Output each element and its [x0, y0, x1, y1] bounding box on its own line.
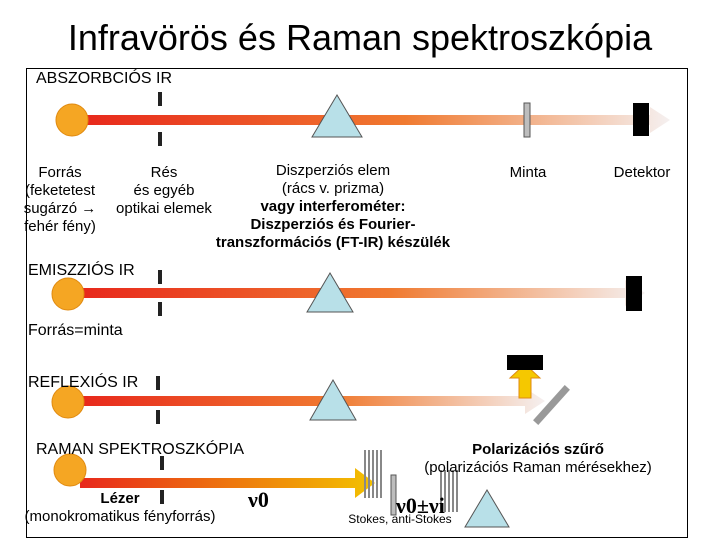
emission-prism	[306, 272, 354, 313]
emission-row	[51, 270, 645, 316]
raman-sample-lines-left	[364, 450, 382, 498]
label-polarizer: Polarizációs szűrő (polarizációs Raman m…	[410, 441, 666, 477]
label-sample: Minta	[509, 164, 547, 181]
label-slit: Rés és egyéb optikai elemek	[106, 164, 222, 218]
label-nu-shift: ν0±νi	[396, 493, 445, 518]
label-laser: Lézer (monokromatikus fényforrás)	[14, 490, 226, 526]
label-source: Forrás (feketetest sugárzó → fehér fény)	[8, 164, 112, 236]
absorption-detector	[633, 103, 649, 136]
label-source-line-4: fehér fény)	[24, 218, 96, 235]
polarizer-lines	[440, 470, 458, 512]
label-dispersion-line-2: (rács v. prizma)	[281, 180, 385, 197]
reflection-prism	[309, 378, 357, 421]
label-source-line-1: Forrás	[38, 164, 82, 181]
emission-detector	[626, 276, 642, 311]
raman-row	[53, 450, 510, 528]
label-polarizer-line-2: (polarizációs Raman mérésekhez)	[424, 459, 652, 476]
reflection-source	[51, 385, 85, 419]
section-absorption: ABSZORBCIÓS IR	[36, 70, 173, 87]
label-dispersion-line-5: transzformációs (FT-IR) készülék	[215, 234, 451, 251]
absorption-prism	[311, 94, 363, 138]
emission-slit-bottom	[158, 302, 162, 316]
label-slit-line-2: és egyéb	[133, 182, 195, 199]
raman-slit-top	[160, 456, 164, 470]
absorption-beam	[80, 107, 670, 133]
laser-beam	[80, 468, 375, 498]
label-slit-line-3: optikai elemek	[116, 200, 212, 217]
emission-source	[51, 277, 85, 311]
label-laser-line-1: Lézer	[100, 490, 140, 507]
raman-slit-bottom	[160, 490, 164, 504]
label-stokes: Stokes, anti-Stokes	[348, 512, 452, 526]
reflection-detector	[507, 355, 543, 370]
reflection-row	[51, 355, 570, 425]
label-dispersion-line-1: Diszperziós elem	[275, 162, 391, 179]
absorption-row	[55, 92, 670, 146]
label-dispersion: Diszperziós elem (rács v. prizma) vagy i…	[198, 162, 468, 252]
label-nu0: ν0	[248, 487, 269, 512]
label-detector: Detektor	[613, 164, 671, 181]
emission-slit-top	[158, 270, 162, 284]
section-emission-note: Forrás=minta	[28, 322, 123, 339]
absorption-sample	[523, 102, 531, 138]
raman-sample	[390, 474, 397, 516]
label-polarizer-line-1: Polarizációs szűrő	[472, 441, 604, 458]
raman-prism	[464, 489, 510, 528]
section-raman: RAMAN SPEKTROSZKÓPIA	[36, 441, 245, 458]
reflection-arrow	[508, 363, 542, 399]
diagram-frame	[26, 68, 688, 538]
label-source-line-2: (feketetest	[24, 182, 96, 199]
label-slit-line-1: Rés	[150, 164, 178, 181]
absorption-source	[55, 103, 89, 137]
label-dispersion-line-3: vagy interferométer:	[260, 198, 406, 215]
label-laser-line-2: (monokromatikus fényforrás)	[24, 508, 216, 525]
label-source-line-3: sugárzó →	[23, 200, 97, 217]
reflection-beam	[80, 388, 545, 414]
absorption-slit-bottom	[158, 132, 162, 146]
label-dispersion-line-4: Diszperziós és Fourier-	[250, 216, 416, 233]
reflection-slit-bottom	[156, 410, 160, 424]
reflection-sample-mirror	[533, 385, 570, 425]
emission-beam	[80, 280, 645, 306]
absorption-slit-top	[158, 92, 162, 106]
page-title: Infravörös és Raman spektroszkópia	[67, 17, 653, 58]
reflection-slit-top	[156, 376, 160, 390]
section-emission: EMISZZIÓS IR	[28, 262, 135, 279]
laser-source	[53, 453, 87, 487]
section-reflection: REFLEXIÓS IR	[28, 374, 139, 391]
